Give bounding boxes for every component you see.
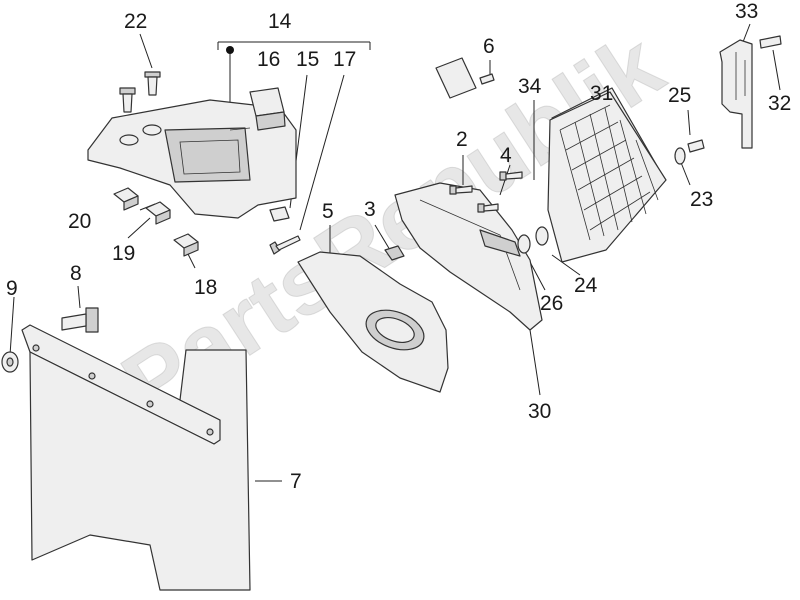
screw-22b [119, 87, 136, 113]
plate-6 [435, 57, 495, 99]
clip-18 [173, 233, 199, 257]
label-31: 31 [590, 82, 613, 105]
label-22: 22 [124, 10, 147, 33]
screw-32 [759, 35, 782, 49]
label-19: 19 [112, 242, 135, 265]
label-32: 32 [768, 92, 791, 115]
clip-20 [113, 187, 139, 211]
label-33: 33 [735, 0, 758, 23]
label-14: 14 [268, 10, 292, 33]
washer-23 [674, 147, 686, 165]
callout-labels: 22 14 16 15 17 6 34 31 33 25 32 2 4 23 2… [6, 0, 791, 493]
label-2: 2 [456, 128, 468, 151]
label-15: 15 [296, 48, 319, 71]
label-7: 7 [290, 470, 302, 493]
screw-4b [477, 203, 499, 213]
washer-9 [1, 351, 19, 373]
label-34: 34 [518, 75, 542, 98]
washer-26 [517, 234, 531, 254]
license-holder-body [394, 182, 543, 331]
bracket-33 [719, 39, 753, 149]
screw-2 [449, 185, 473, 195]
label-8: 8 [70, 262, 82, 285]
mud-flap-7 [21, 324, 251, 591]
label-16: 16 [257, 48, 280, 71]
reference-dot [226, 46, 234, 54]
label-26: 26 [540, 292, 563, 315]
label-18: 18 [194, 276, 217, 299]
label-5: 5 [322, 200, 334, 223]
bolt-8 [61, 307, 99, 333]
label-3: 3 [364, 198, 376, 221]
screw-22a [144, 71, 161, 96]
clip-15 [269, 206, 290, 222]
washer-24 [535, 226, 549, 246]
label-25: 25 [668, 84, 691, 107]
label-9: 9 [6, 277, 18, 300]
license-plate-31 [547, 87, 667, 263]
label-24: 24 [574, 274, 598, 297]
label-17: 17 [333, 48, 356, 71]
screw-25 [687, 139, 705, 153]
part-16 [249, 87, 286, 131]
inner-fender-panel [297, 251, 449, 393]
rear-carrier-tray [87, 99, 297, 219]
nut-3 [384, 245, 405, 261]
label-23: 23 [690, 188, 713, 211]
label-4: 4 [500, 144, 512, 167]
screw-4a [499, 171, 523, 181]
clip-19 [145, 201, 171, 225]
label-20: 20 [68, 210, 91, 233]
pin-17 [269, 235, 301, 255]
label-6: 6 [483, 35, 495, 58]
label-30: 30 [528, 400, 551, 423]
